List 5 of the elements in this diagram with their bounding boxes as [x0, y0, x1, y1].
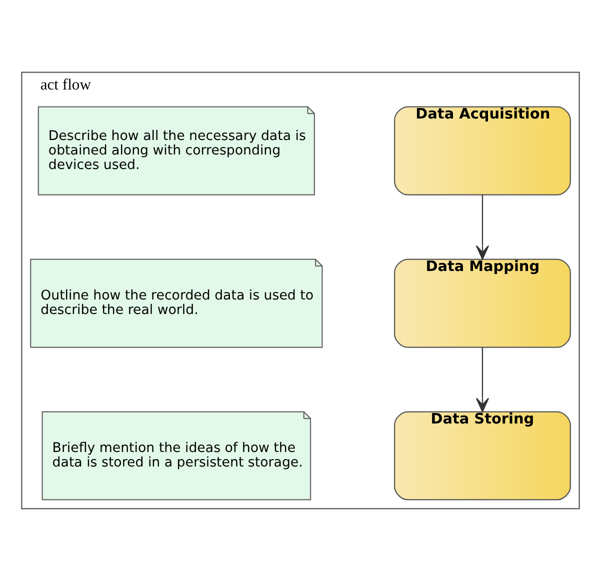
- arrow: [476, 195, 490, 260]
- node-box: Data Acquisition: [394, 106, 571, 196]
- node-box: Data Storing: [394, 411, 571, 500]
- node-box: Data Mapping: [394, 258, 571, 348]
- arrow: [476, 347, 490, 412]
